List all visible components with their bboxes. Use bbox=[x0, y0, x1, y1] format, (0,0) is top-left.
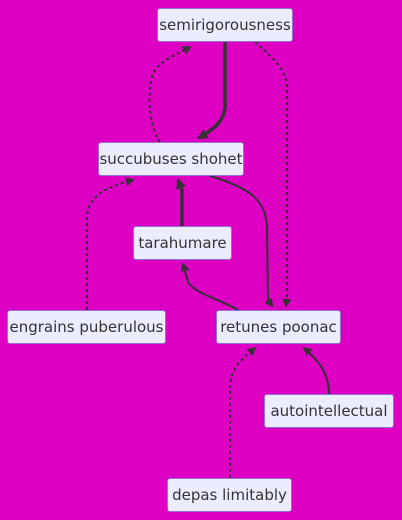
edge-succubuses-shohet-to-semirigorousness bbox=[148, 46, 192, 143]
edge-tarahumare-to-succubuses-shohet bbox=[176, 178, 186, 226]
node-retunes-poonac[interactable]: retunes poonac bbox=[216, 310, 341, 344]
node-engrains-puberulous[interactable]: engrains puberulous bbox=[7, 310, 166, 344]
edge-retunes-poonac-to-tarahumare bbox=[180, 262, 239, 311]
node-autointellectual[interactable]: autointellectual bbox=[264, 394, 394, 428]
edge-succubuses-shohet-to-retunes-poonac bbox=[209, 175, 273, 308]
node-depas-limitably[interactable]: depas limitably bbox=[167, 478, 292, 512]
node-succubuses-shohet[interactable]: succubuses shohet bbox=[98, 142, 244, 176]
edge-engrains-puberulous-to-succubuses-shohet bbox=[86, 177, 135, 310]
edge-semirigorousness-to-succubuses-shohet bbox=[197, 42, 227, 140]
edge-semirigorousness-to-retunes-poonac bbox=[254, 41, 292, 308]
node-tarahumare[interactable]: tarahumare bbox=[133, 226, 232, 260]
edge-depas-limitably-to-retunes-poonac bbox=[229, 346, 257, 478]
node-semirigorousness[interactable]: semirigorousness bbox=[157, 8, 293, 42]
edge-autointellectual-to-retunes-poonac bbox=[302, 346, 330, 395]
